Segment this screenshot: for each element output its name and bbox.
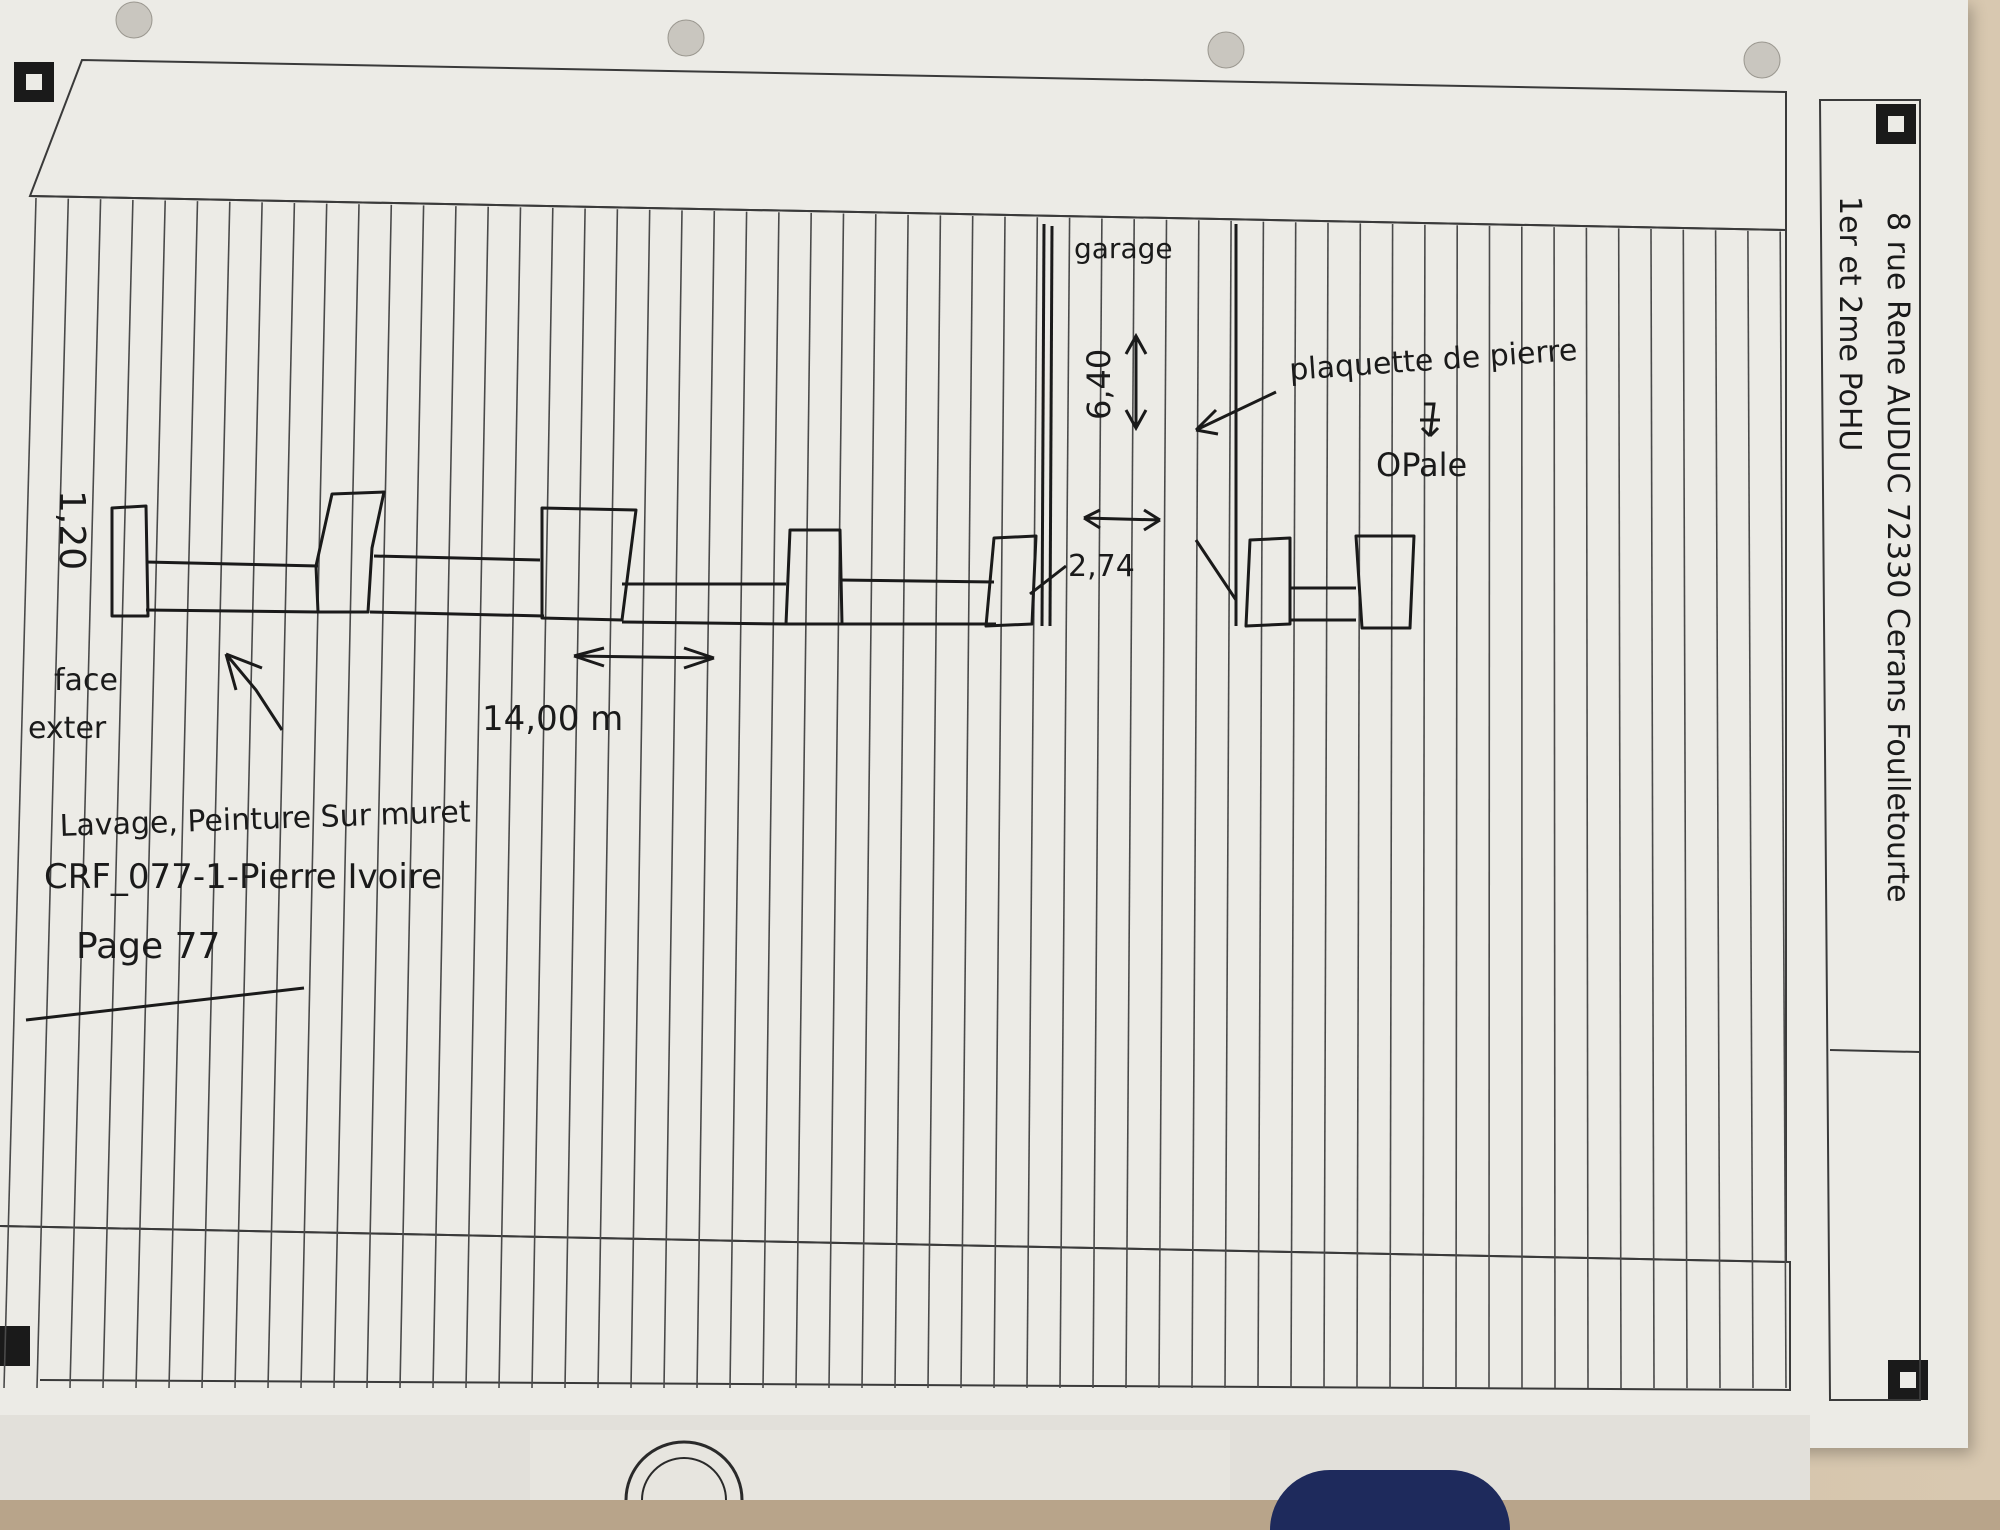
ruling-line (1748, 231, 1753, 1388)
ruling-line (1027, 217, 1037, 1388)
gap-label: 2,74 (1068, 549, 1135, 584)
ruling-line (961, 216, 973, 1388)
ruling-line (829, 214, 844, 1389)
ruling-line (763, 212, 779, 1388)
ruling-line (37, 199, 68, 1388)
ruling-line (1060, 218, 1070, 1388)
ruling-line (1192, 220, 1199, 1388)
ruling-line (367, 205, 391, 1388)
ruling-line (301, 204, 327, 1388)
wall-height-label: 1,20 (51, 490, 92, 570)
ruling-line (862, 214, 876, 1388)
corner-markers (0, 62, 1928, 1400)
ruling-line (1554, 227, 1555, 1388)
ruling-line (1423, 225, 1425, 1388)
vertical-ruling (4, 198, 1786, 1388)
ruling-line (70, 199, 101, 1388)
ruling-line (1586, 228, 1588, 1388)
margin-address: 8 rue Rene AUDUC 72330 Cerans Foulletour… (1832, 196, 1915, 903)
margin-line-2: 1er et 2me PoHU (1832, 196, 1867, 451)
opale-label: OPale (1376, 446, 1467, 484)
ruling-line (1291, 222, 1296, 1388)
ruling-line (169, 201, 198, 1388)
ruling-line (895, 215, 908, 1388)
page-frame (0, 60, 1920, 1400)
ruling-line (202, 202, 230, 1388)
ruling-line (1324, 223, 1328, 1388)
ruling-line (4, 198, 36, 1388)
wall-sketch (112, 224, 1414, 628)
face-label-line2: exter (28, 711, 107, 746)
notes-line-3: Page 77 (76, 926, 220, 967)
face-label-line1: face (54, 663, 118, 698)
ruling-line (103, 200, 133, 1388)
ruling-line (1390, 224, 1393, 1388)
length-label: 14,00 m (482, 699, 623, 739)
ruling-line (598, 209, 617, 1388)
notes-line-2: CRF_077-1-Pierre Ivoire (44, 857, 442, 897)
ruling-line (1126, 219, 1134, 1388)
garage-height-label: 6,40 (1080, 349, 1118, 420)
ruling-line (631, 210, 650, 1388)
ruling-line (796, 213, 811, 1388)
ruling-line (1357, 223, 1360, 1388)
ruling-line (334, 204, 359, 1388)
punch-holes (116, 2, 1780, 78)
ruling-line (1258, 222, 1263, 1388)
ruling-line (268, 203, 294, 1388)
ruling-line (1716, 230, 1720, 1388)
cladding-label: plaquette de pierre (1288, 333, 1578, 388)
ruling-line (565, 209, 585, 1389)
ruling-line (532, 208, 553, 1388)
ruling-line (235, 202, 262, 1388)
ruling-line (1225, 221, 1231, 1388)
ruling-line (994, 217, 1005, 1388)
notes-line-1: Lavage, Peinture Sur muret (59, 795, 471, 844)
ruling-line (1159, 220, 1167, 1388)
ruling-line (664, 210, 682, 1388)
ruling-line (1619, 228, 1621, 1388)
garage-label: garage (1074, 232, 1173, 265)
ruling-line (730, 212, 747, 1388)
ruling-line (1683, 230, 1687, 1388)
ruling-line (1651, 229, 1654, 1388)
ruling-line (136, 201, 165, 1389)
ruling-line (499, 207, 521, 1388)
ruling-line (1489, 226, 1490, 1388)
margin-line-1: 8 rue Rene AUDUC 72330 Cerans Foulletour… (1880, 212, 1915, 903)
work-notes: Lavage, Peinture Sur muret CRF_077-1-Pie… (44, 795, 471, 967)
brand-logo (626, 1442, 742, 1500)
ruling-line (928, 215, 940, 1388)
ruling-line (697, 211, 714, 1388)
ruling-line (1456, 225, 1457, 1388)
